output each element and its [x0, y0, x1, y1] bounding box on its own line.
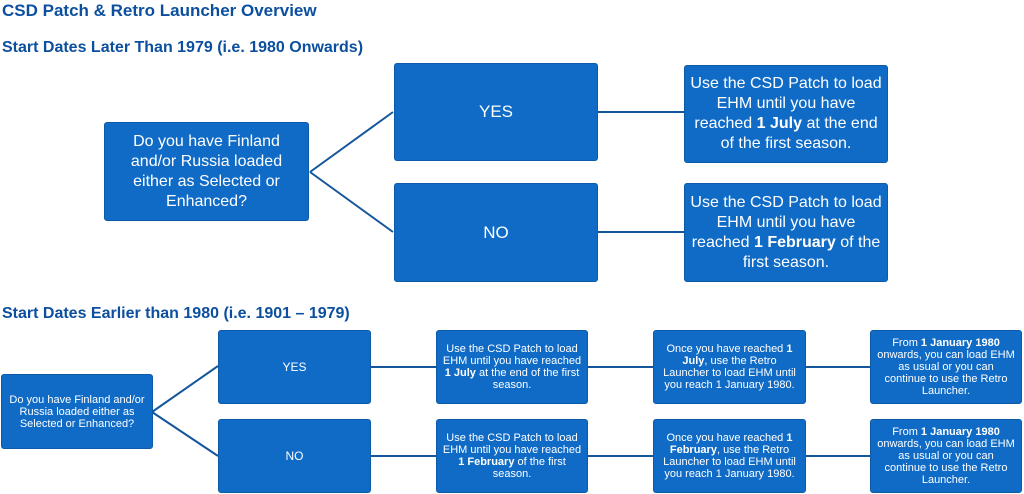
s2-yes-connector-2: [588, 366, 653, 368]
s1-yes-label: YES: [478, 102, 514, 121]
s2-no-box: NO: [218, 419, 371, 493]
s2-branch-yes-line: [151, 365, 219, 413]
s2-no-connector-2: [588, 455, 653, 457]
s2-yes-box: YES: [218, 330, 371, 404]
s1-question-text: Do you have Finland and/or Russia loaded…: [130, 132, 283, 210]
s2-no-step3-box: From 1 January 1980 onwards, you can loa…: [870, 419, 1022, 493]
s2-question-box: Do you have Finland and/or Russia loaded…: [1, 374, 153, 449]
s2-no-connector-1: [371, 455, 436, 457]
s2-yes-step2-text: Once you have reached 1 July, use the Re…: [663, 343, 796, 391]
s1-question-box: Do you have Finland and/or Russia loaded…: [104, 122, 309, 221]
s1-no-result-text: Use the CSD Patch to load EHM until you …: [690, 193, 882, 271]
s2-yes-label: YES: [282, 360, 307, 374]
s1-yes-result-box: Use the CSD Patch to load EHM until you …: [684, 65, 888, 163]
s2-branch-no-line: [151, 411, 219, 457]
s1-yes-result-text: Use the CSD Patch to load EHM until you …: [690, 75, 882, 152]
s2-yes-step2-box: Once you have reached 1 July, use the Re…: [653, 330, 806, 404]
s1-branch-yes-line: [309, 111, 394, 173]
s1-yes-connector: [598, 111, 684, 113]
s2-yes-connector-3: [806, 366, 870, 368]
s1-no-box: NO: [394, 183, 598, 282]
s2-no-label: NO: [285, 449, 304, 463]
s2-yes-connector-1: [371, 366, 436, 368]
s1-yes-box: YES: [394, 63, 598, 161]
s2-no-step1-text: Use the CSD Patch to load EHM until you …: [442, 432, 582, 480]
s2-yes-step1-box: Use the CSD Patch to load EHM until you …: [436, 330, 588, 404]
diagram-title: CSD Patch & Retro Launcher Overview: [2, 1, 317, 20]
s2-no-step1-box: Use the CSD Patch to load EHM until you …: [436, 419, 588, 493]
s2-no-connector-3: [806, 455, 870, 457]
s2-yes-step3-box: From 1 January 1980 onwards, you can loa…: [870, 330, 1022, 404]
s1-no-connector: [598, 231, 684, 233]
s1-branch-no-line: [309, 171, 394, 233]
s2-no-step3-text: From 1 January 1980 onwards, you can loa…: [877, 426, 1015, 486]
s2-yes-step3-text: From 1 January 1980 onwards, you can loa…: [877, 337, 1015, 397]
s1-no-label: NO: [483, 222, 509, 242]
section2-title: Start Dates Earlier than 1980 (i.e. 1901…: [2, 305, 350, 322]
s2-yes-step1-text: Use the CSD Patch to load EHM until you …: [442, 343, 582, 391]
s2-no-step2-text: Once you have reached 1 February, use th…: [663, 432, 796, 480]
section1-title: Start Dates Later Than 1979 (i.e. 1980 O…: [2, 39, 364, 56]
s1-no-result-box: Use the CSD Patch to load EHM until you …: [684, 183, 888, 282]
s2-no-step2-box: Once you have reached 1 February, use th…: [653, 419, 806, 493]
s2-question-text: Do you have Finland and/or Russia loaded…: [9, 393, 145, 430]
